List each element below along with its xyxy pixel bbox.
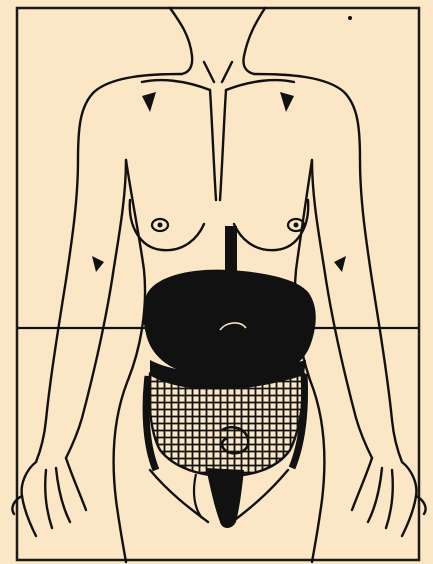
- right-nipple-center: [294, 223, 299, 228]
- left-nipple-center: [158, 223, 163, 228]
- small-intestines: [149, 374, 304, 476]
- ink-speck: [348, 16, 352, 20]
- esophagus: [225, 226, 237, 274]
